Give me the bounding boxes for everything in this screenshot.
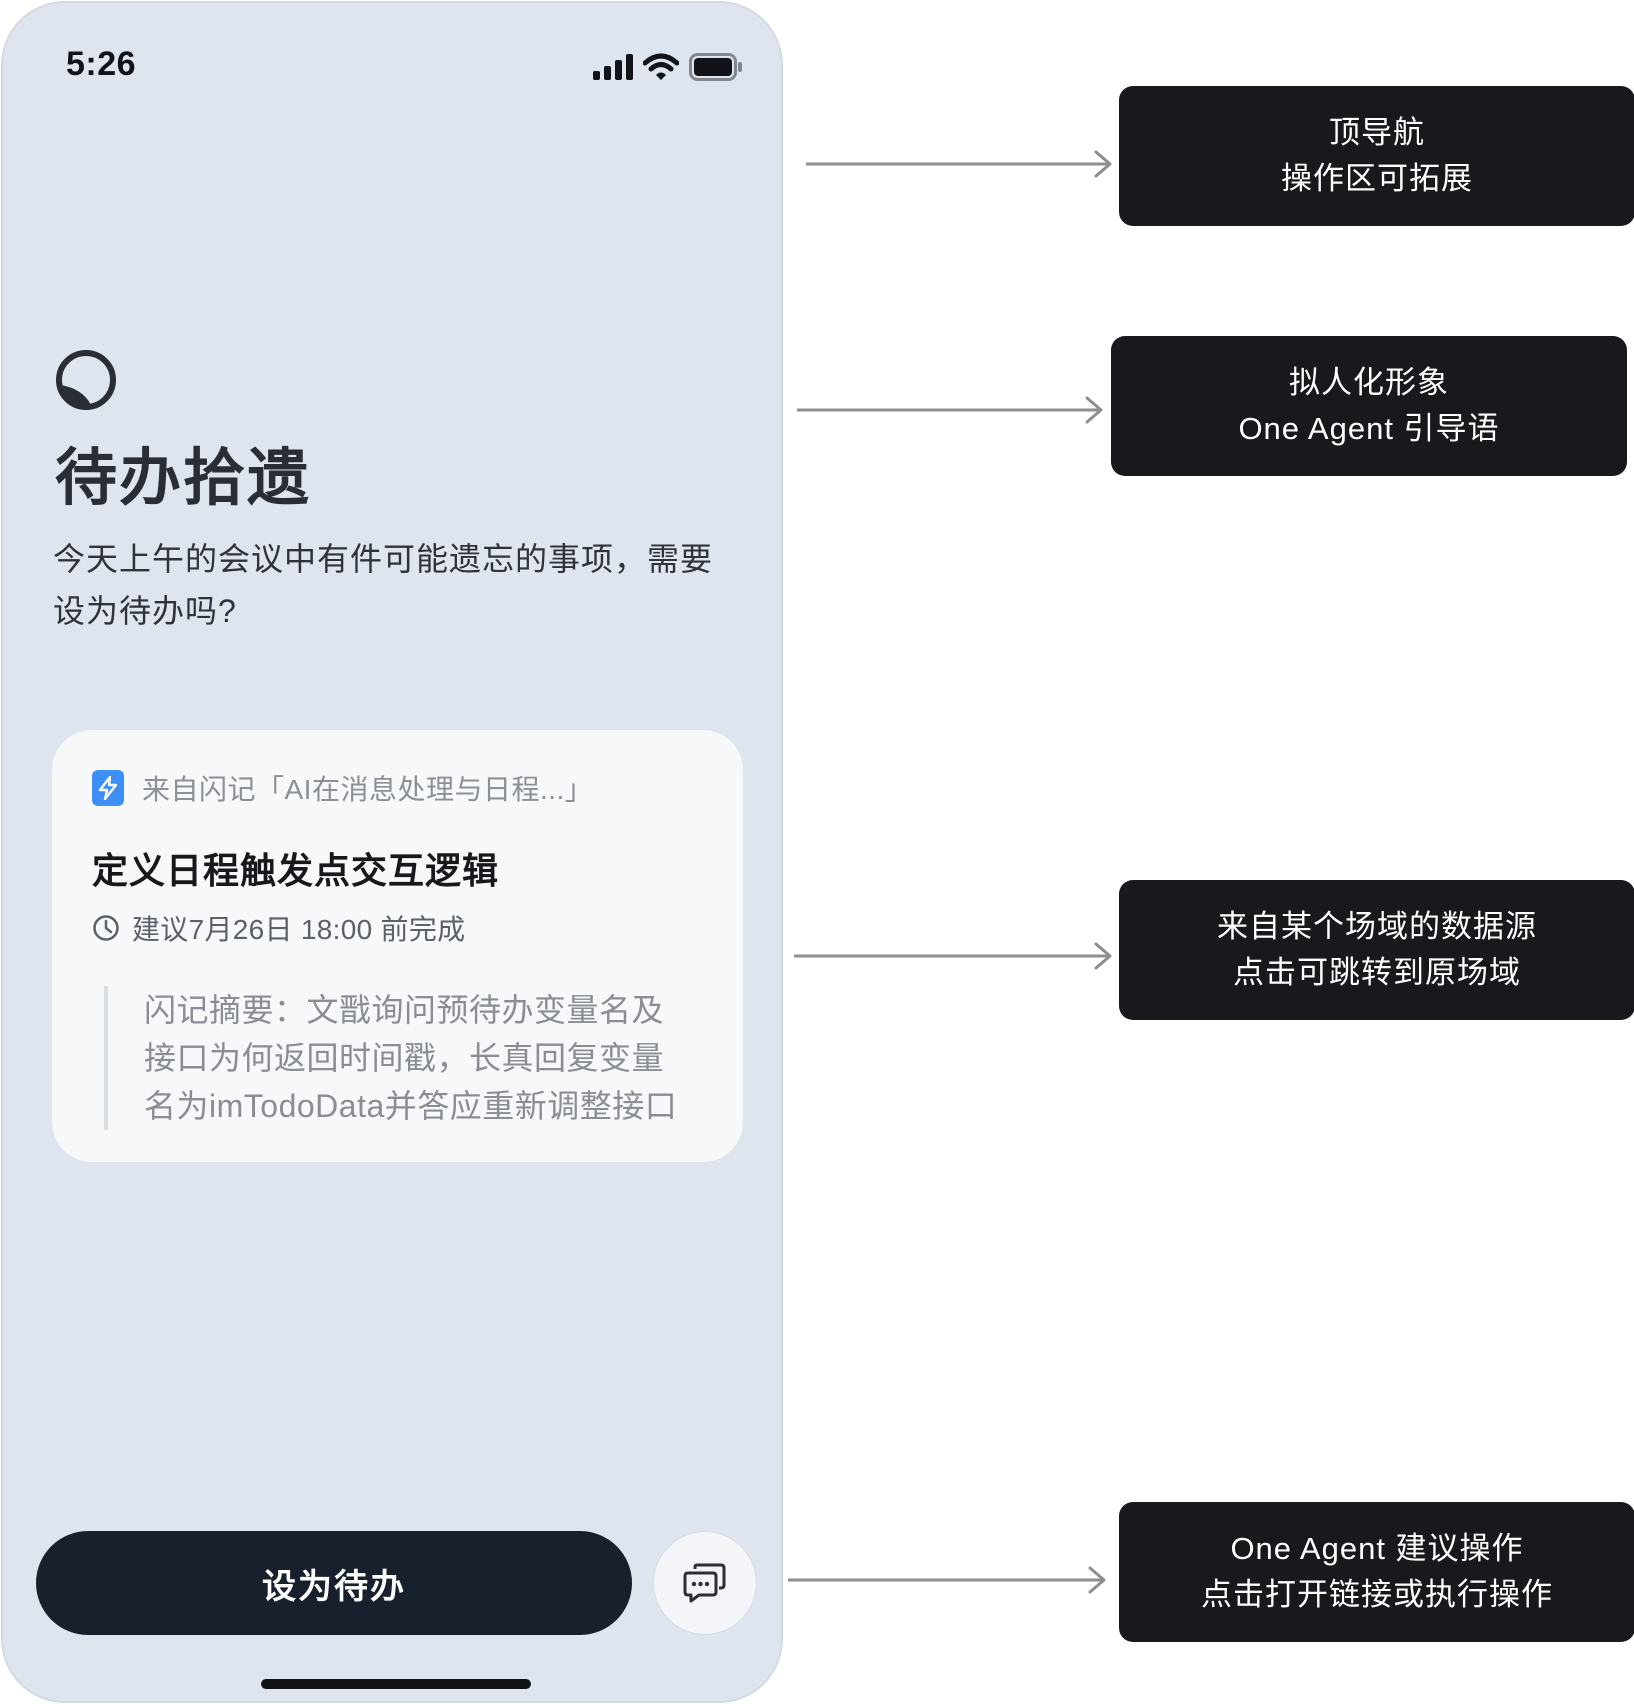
callout-data-source: 来自某个场域的数据源 点击可跳转到原场域 <box>1119 880 1634 1020</box>
due-row: 建议7月26日 18:00 前完成 <box>92 908 465 948</box>
callout-line: 顶导航 <box>1329 115 1425 150</box>
arrow-top-nav <box>806 150 1112 178</box>
callout-line: One Agent 建议操作 <box>1230 1531 1524 1566</box>
chat-button[interactable] <box>653 1531 757 1635</box>
callout-agent: 拟人化形象 One Agent 引导语 <box>1111 336 1627 476</box>
callout-suggested-action: One Agent 建议操作 点击打开链接或执行操作 <box>1119 1502 1634 1642</box>
callout-line: 拟人化形象 <box>1289 365 1449 400</box>
lightning-icon <box>92 770 124 806</box>
source-label: 来自闪记「AI在消息处理与日程...」 <box>142 774 594 805</box>
due-label: 建议7月26日 18:00 前完成 <box>132 914 466 945</box>
agent-guide-text: 今天上午的会议中有件可能遗忘的事项，需要设为待办吗? <box>53 541 714 629</box>
callout-line: One Agent 引导语 <box>1238 411 1500 446</box>
status-icons <box>593 51 743 83</box>
todo-card: 来自闪记「AI在消息处理与日程...」 定义日程触发点交互逻辑 建议7月26日 … <box>52 730 743 1162</box>
home-indicator <box>261 1679 531 1689</box>
arrow-suggested-action <box>788 1566 1106 1594</box>
callout-line: 操作区可拓展 <box>1281 161 1473 196</box>
wifi-icon <box>643 53 679 80</box>
summary-text: 闪记摘要：文戬询问预待办变量名及接口为何返回时间戳，长真回复变量名为imTodo… <box>104 986 694 1130</box>
arrow-agent <box>797 396 1103 424</box>
chat-bubbles-icon <box>683 1563 726 1603</box>
task-title: 定义日程触发点交互逻辑 <box>92 850 500 891</box>
battery-icon <box>689 53 742 81</box>
set-todo-button[interactable]: 设为待办 <box>36 1531 632 1635</box>
arrow-data-source <box>794 942 1112 970</box>
clock-icon <box>93 915 119 941</box>
callout-line: 点击可跳转到原场域 <box>1233 955 1521 990</box>
agent-avatar-icon <box>56 350 116 410</box>
callout-line: 来自某个场域的数据源 <box>1217 909 1537 944</box>
source-link[interactable]: 来自闪记「AI在消息处理与日程...」 <box>92 768 593 808</box>
callout-line: 点击打开链接或执行操作 <box>1201 1577 1553 1612</box>
status-time: 5:26 <box>66 45 137 83</box>
callout-top-nav: 顶导航 操作区可拓展 <box>1119 86 1634 226</box>
page-title: 待办拾遗 <box>55 444 312 513</box>
phone-frame: 5:26 待办拾遗 今天上午的会议中有件可能遗忘的事项，需要设为待办吗? <box>1 1 783 1703</box>
signal-icon <box>593 54 633 80</box>
